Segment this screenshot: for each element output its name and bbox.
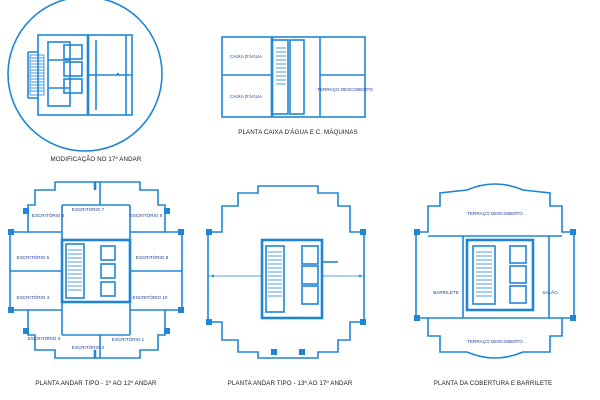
room-label: ESCRITÓRIO 4 xyxy=(17,294,50,300)
stair-hatch xyxy=(276,47,286,85)
plan-cobertura-barrilete: TERRAÇO DESCOBERTO BARRILETE SALÃO TERRA… xyxy=(414,183,576,387)
plan-modificacao-17-andar: MODIFICAÇÃO NO 17º ANDAR xyxy=(7,0,163,163)
room-label: SALÃO xyxy=(542,289,558,295)
room-label: BARRILETE xyxy=(433,290,459,295)
plan-andar-tipo-13-17: PLANTA ANDAR TIPO - 13º AO 17º ANDAR xyxy=(206,185,366,387)
room-label: ESCRITÓRIO 3 xyxy=(28,335,61,341)
stair-hatch xyxy=(30,57,44,92)
stair-hatch xyxy=(268,251,282,297)
room-label: ESCRITÓRIO 10 xyxy=(133,294,168,300)
room-label: TERRAÇO DESCOBERTO xyxy=(467,211,523,216)
room-label: CAIXA D'ÁGUA xyxy=(230,53,263,59)
room-label: ESCRITÓRIO 8 xyxy=(130,212,163,218)
room-label: ESCRITÓRIO 7 xyxy=(72,206,105,212)
caption-cobertura-barrilete: PLANTA DA COBERTURA E BARRILETE xyxy=(434,380,552,387)
room-label: ESCRITÓRIO 6 xyxy=(32,212,65,218)
plan-outline xyxy=(9,181,183,359)
room-label: ESCRITÓRIO 1 xyxy=(112,336,145,342)
stair-hatch xyxy=(68,249,82,291)
caption-andar-tipo-1-12: PLANTA ANDAR TIPO - 1º AO 12º ANDAR xyxy=(35,380,157,387)
room-label: ESCRITÓRIO 5 xyxy=(17,254,50,260)
plan-caixa-dagua: CAIXA D'ÁGUA CAIXA D'ÁGUA TERRAÇO DESCOB… xyxy=(221,36,373,136)
room-label: TERRAÇO DESCOBERTO xyxy=(467,339,523,344)
caption-andar-tipo-13-17: PLANTA ANDAR TIPO - 13º AO 17º ANDAR xyxy=(228,380,353,387)
room-label: CAIXA D'ÁGUA xyxy=(230,93,263,99)
caption-modificacao: MODIFICAÇÃO NO 17º ANDAR xyxy=(51,156,142,163)
detail-circle xyxy=(7,0,163,152)
plan-outline xyxy=(221,36,366,118)
stair-hatch xyxy=(476,251,492,297)
room-label: ESCRITÓRIO 9 xyxy=(136,254,169,260)
plan-outline xyxy=(207,185,365,359)
caption-caixa-dagua: PLANTA CAIXA D'ÁGUA E C. MÁQUINAS xyxy=(238,129,358,136)
room-label: ESCRITÓRIO 2 xyxy=(72,344,105,350)
plan-andar-tipo-1-12: ESCRITÓRIO 6 ESCRITÓRIO 7 ESCRITÓRIO 8 E… xyxy=(8,181,184,387)
room-label: TERRAÇO DESCOBERTO xyxy=(317,87,373,92)
